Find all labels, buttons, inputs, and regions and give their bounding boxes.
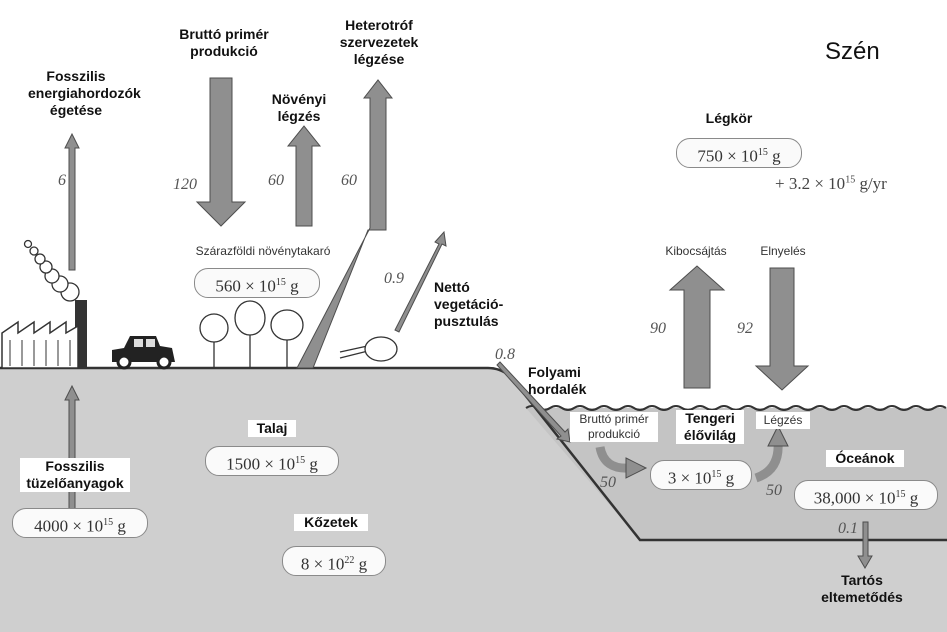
label-atmosphere: Légkör	[705, 110, 753, 126]
label-marine-respiration: Légzés	[756, 412, 810, 429]
arrow-marine-respiration-head	[767, 424, 789, 447]
fallen-tree-icon	[339, 336, 398, 362]
arrow-fossil-fuels-up	[64, 384, 80, 513]
value-heterotroph-respiration: 60	[341, 172, 357, 189]
smoke-icon	[23, 239, 80, 302]
label-rocks: Kőzetek	[294, 514, 368, 531]
value-ocean-emission: 90	[650, 320, 666, 337]
pill-oceans: 38,000 × 1015 g	[794, 480, 938, 510]
value-river-sediment: 0.8	[495, 346, 515, 363]
label-ocean-emission: Kibocsájtás	[665, 244, 727, 258]
ground-surface	[0, 368, 947, 632]
label-ocean-absorption: Elnyelés	[760, 244, 806, 258]
car-icon	[112, 336, 175, 370]
atmosphere-rate: + 3.2 × 1015 g/yr	[775, 174, 887, 193]
value-ocean-absorption: 92	[737, 320, 753, 337]
arrow-marine-gpp-head	[625, 457, 648, 479]
trees-icon	[199, 300, 304, 368]
arrow-plant-respiration	[286, 125, 322, 227]
factory-icon	[1, 300, 87, 369]
diagram-title: Szén	[825, 38, 880, 65]
value-marine-gpp: 50	[600, 474, 616, 491]
value-vegetation-destruction: 0.9	[384, 270, 404, 287]
pill-rocks: 8 × 1022 g	[282, 546, 386, 576]
pill-atmosphere: 750 × 1015 g	[676, 138, 802, 168]
arrow-heterotroph-respiration	[296, 79, 394, 369]
arrow-ocean-absorption	[754, 267, 810, 391]
pill-land-vegetation: 560 × 1015 g	[194, 268, 320, 298]
label-land-vegetation: Szárazföldi növénytakaró	[195, 244, 331, 258]
pill-marine-biota: 3 × 1015 g	[650, 460, 752, 490]
arrow-gpp-land	[195, 77, 247, 227]
value-fossil-burning: 6	[58, 172, 66, 189]
arrow-vegetation-destruction	[394, 230, 447, 333]
value-plant-respiration: 60	[268, 172, 284, 189]
value-gpp-land: 120	[173, 176, 197, 193]
label-soil: Talaj	[248, 420, 296, 437]
value-marine-respiration: 50	[766, 482, 782, 499]
label-oceans: Óceánok	[826, 450, 904, 467]
arrow-burial	[857, 521, 873, 569]
pill-soil: 1500 × 1015 g	[205, 446, 339, 476]
pill-fossil-fuels: 4000 × 1015 g	[12, 508, 148, 538]
value-burial: 0.1	[838, 520, 858, 537]
arrow-river-sediment	[496, 361, 571, 443]
arrow-ocean-emission	[668, 265, 726, 389]
arrow-fossil-burning	[64, 132, 80, 271]
